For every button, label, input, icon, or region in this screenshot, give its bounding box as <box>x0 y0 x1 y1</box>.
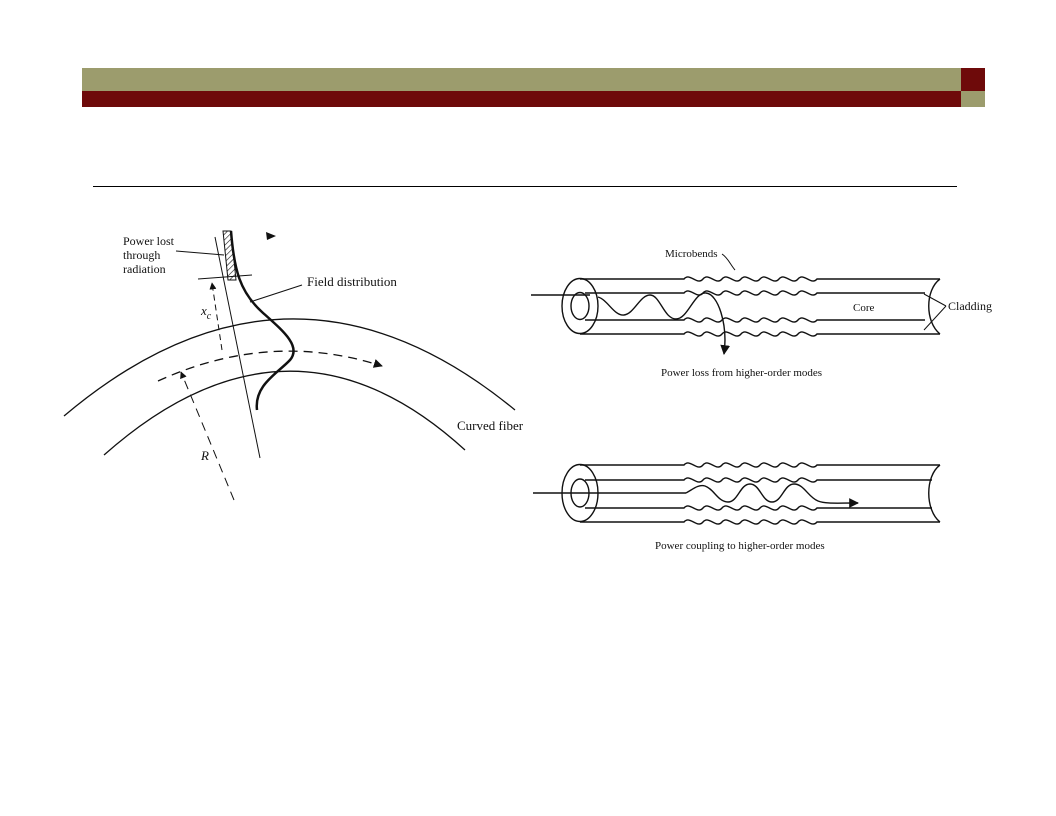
microbend-coupling-diagram <box>533 462 941 525</box>
power-lost-label-line2: through <box>123 248 160 262</box>
fiber-axis-dashed <box>157 350 383 382</box>
field-distribution-label: Field distribution <box>307 274 397 289</box>
core-top-edge <box>585 477 932 483</box>
microbend-loss-diagram <box>531 253 947 355</box>
far-cladding-end <box>928 464 941 523</box>
xc-label: xc <box>200 303 212 322</box>
field-distribution-leader <box>249 284 303 303</box>
outer-top-edge <box>580 462 940 468</box>
radiation-loss-hatch <box>222 230 237 281</box>
outer-top-edge <box>580 276 940 282</box>
header-corner-square-top <box>961 68 985 91</box>
core-bottom-edge <box>585 317 925 323</box>
cladding-pointer-bottom <box>923 305 947 331</box>
xc-dimension-arrow <box>209 282 223 351</box>
macrobend-diagram <box>63 230 516 501</box>
microbends-label: Microbends <box>665 248 718 260</box>
cladding-end-face <box>561 277 599 335</box>
outer-bottom-edge <box>580 331 940 337</box>
coupled-mode-ray <box>685 483 859 508</box>
core-label: Core <box>853 302 875 314</box>
outer-bottom-edge <box>580 519 940 525</box>
radius-label: R <box>200 448 209 463</box>
xc-top-tick <box>197 274 253 280</box>
power-lost-label-line3: radiation <box>123 262 166 276</box>
core-bottom-edge <box>585 505 932 511</box>
header-band-maroon <box>82 91 961 107</box>
curved-fiber-label: Curved fiber <box>457 418 524 433</box>
direction-arrowhead <box>266 232 276 240</box>
power-lost-label-line1: Power lost <box>123 234 175 248</box>
caption-power-coupling: Power coupling to higher-order modes <box>655 540 825 552</box>
header-corner-square-bottom <box>961 91 985 107</box>
title-divider-line <box>93 186 957 187</box>
far-cladding-end <box>928 278 941 335</box>
power-lost-leader <box>175 250 225 256</box>
radial-reference-line <box>214 236 261 459</box>
core-top-edge <box>585 290 925 296</box>
cladding-label: Cladding <box>948 299 992 313</box>
caption-power-loss: Power loss from higher-order modes <box>661 367 822 379</box>
radius-dimension-arrow <box>180 371 235 501</box>
xc-subscript: c <box>207 311 212 322</box>
xc-symbol: x <box>200 303 207 318</box>
fiber-inner-edge <box>103 370 466 456</box>
fiber-outer-edge <box>63 318 516 417</box>
microbends-leader <box>721 253 736 271</box>
lossy-mode-ray <box>597 292 731 355</box>
core-end-face <box>570 291 590 321</box>
cladding-pointer-top <box>923 293 947 307</box>
header-band-olive <box>82 68 961 91</box>
